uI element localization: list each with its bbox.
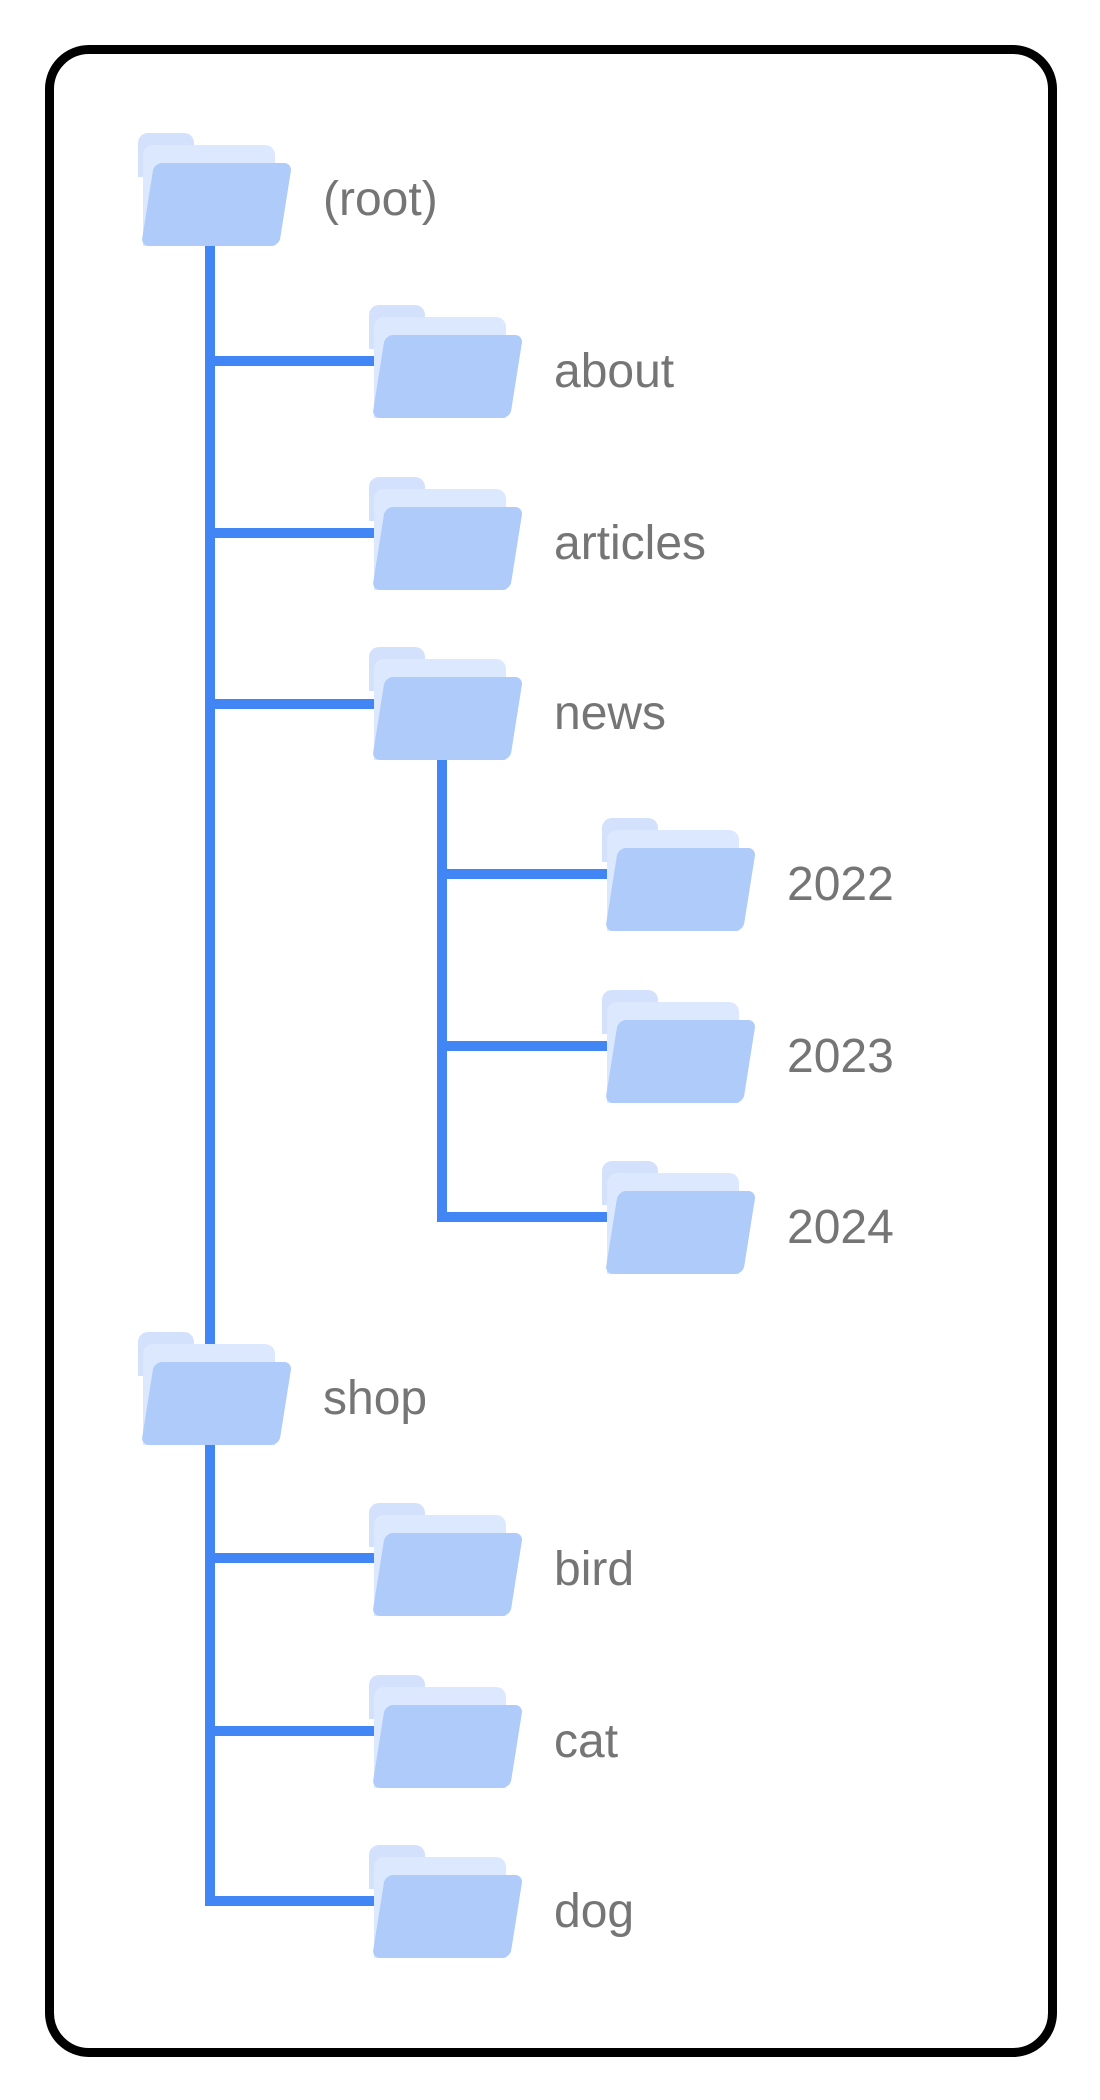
folder-front xyxy=(372,1533,524,1616)
folder-label-articles: articles xyxy=(554,517,707,570)
folder-icon xyxy=(369,1845,524,1958)
folder-icon xyxy=(138,1332,293,1445)
folder-node-about: about xyxy=(369,305,674,418)
folder-node-cat: cat xyxy=(369,1675,618,1788)
folder-front xyxy=(372,677,524,760)
connector-branch-about xyxy=(205,356,400,366)
connector-branch-cat xyxy=(205,1726,400,1736)
folder-label-bird: bird xyxy=(554,1543,635,1596)
folder-front xyxy=(372,1705,524,1788)
folder-icon xyxy=(602,1161,757,1274)
folder-label-shop: shop xyxy=(323,1372,428,1425)
folder-node-bird: bird xyxy=(369,1503,634,1616)
folder-icon xyxy=(602,990,757,1103)
folder-label-2022: 2022 xyxy=(787,858,894,911)
folder-front xyxy=(141,163,293,246)
folder-icon xyxy=(369,305,524,418)
folder-icon xyxy=(369,1503,524,1616)
connector-branch-news xyxy=(205,699,400,709)
connector-branch-dog xyxy=(205,1896,400,1906)
connector-branch-2022 xyxy=(437,869,632,879)
folder-node-news: news xyxy=(369,647,666,760)
folder-front xyxy=(605,1020,757,1103)
folder-node-2024: 2024 xyxy=(602,1161,894,1274)
connector-branch-2024 xyxy=(437,1212,632,1222)
folder-label-2024: 2024 xyxy=(787,1201,894,1254)
folder-node-dog: dog xyxy=(369,1845,634,1958)
diagram-card xyxy=(45,45,1057,2057)
folder-icon xyxy=(369,647,524,760)
folder-front xyxy=(372,507,524,590)
folder-icon xyxy=(602,818,757,931)
folder-node-2023: 2023 xyxy=(602,990,894,1103)
connector-news-trunk xyxy=(437,760,447,1222)
connector-branch-2023 xyxy=(437,1041,632,1051)
folder-node-shop: shop xyxy=(138,1332,427,1445)
folder-icon xyxy=(138,133,293,246)
folder-label-dog: dog xyxy=(554,1885,635,1938)
folder-icon xyxy=(369,1675,524,1788)
folder-node-articles: articles xyxy=(369,477,706,590)
folder-front xyxy=(141,1362,293,1445)
folder-label-2023: 2023 xyxy=(787,1030,894,1083)
folder-label-news: news xyxy=(554,687,667,740)
connector-root-trunk xyxy=(205,246,215,1906)
folder-label-root: (root) xyxy=(323,173,438,226)
folder-label-about: about xyxy=(554,345,675,398)
folder-icon xyxy=(369,477,524,590)
folder-node-2022: 2022 xyxy=(602,818,894,931)
folder-label-cat: cat xyxy=(554,1715,619,1768)
connector-branch-bird xyxy=(205,1553,400,1563)
connector-branch-articles xyxy=(205,528,400,538)
folder-front xyxy=(605,848,757,931)
folder-front xyxy=(372,335,524,418)
folder-front xyxy=(372,1875,524,1958)
folder-node-root: (root) xyxy=(138,133,438,246)
folder-front xyxy=(605,1191,757,1274)
